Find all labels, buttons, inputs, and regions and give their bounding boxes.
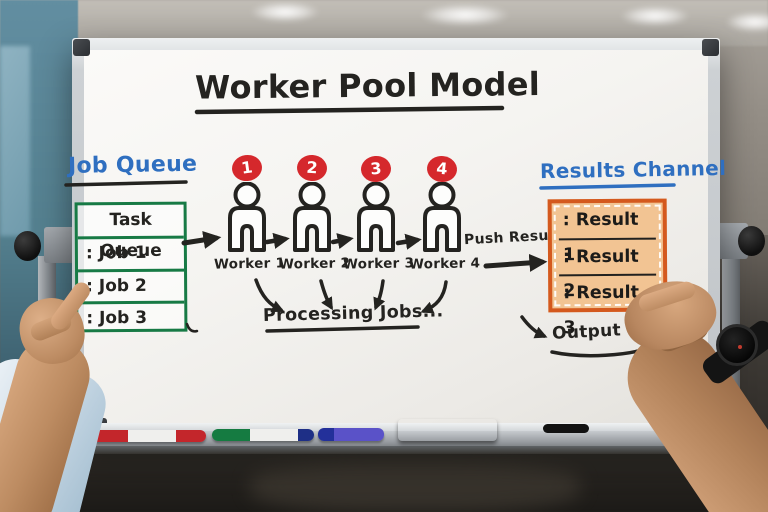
result-row: : Result 1	[558, 202, 656, 265]
processing-jobs-label: Processing Jobs...	[262, 301, 444, 327]
stand-leg-left	[38, 256, 56, 512]
ceiling-light	[725, 12, 768, 32]
job-row: : Job 2	[78, 268, 185, 302]
worker-label-3: Worker 3	[342, 255, 415, 273]
worker-figure-icon	[423, 182, 461, 252]
worker-figure-icon	[228, 182, 266, 252]
stand-bracket-left	[44, 227, 76, 263]
ceiling-light	[620, 6, 690, 26]
whiteboard-eraser	[398, 419, 497, 441]
tray-shadow	[44, 446, 726, 454]
ceiling-light	[420, 4, 510, 26]
results-channel-box: : Result 1 : Result 2 : Result 3	[547, 198, 668, 338]
teal-wall-panel	[0, 46, 30, 236]
worker-label-1: Worker 1	[213, 255, 286, 273]
worker-figure-icon	[357, 182, 395, 252]
worker-figure-icon	[293, 182, 331, 252]
result-row: : Result 2	[558, 239, 657, 301]
small-black-marker	[543, 424, 589, 433]
task-queue-header: Task Queue	[77, 204, 184, 261]
task-queue-table: Task Queue : Job 1 : Job 2 : Job 3	[74, 201, 188, 334]
job-queue-heading: Job Queue	[67, 151, 198, 179]
results-channel-heading: Results Channel	[539, 155, 727, 184]
worker-label-4: Worker 4	[408, 255, 481, 273]
diagram-title: Worker Pool Model	[194, 65, 541, 107]
frame-corner-cap	[702, 39, 719, 56]
frame-corner-cap	[73, 39, 90, 56]
stand-knob-left	[14, 231, 41, 261]
result-row: : Result 3	[563, 282, 640, 338]
marker-tray	[44, 423, 726, 432]
blue-marker	[318, 428, 384, 441]
worker-label-2: Worker 2	[278, 255, 351, 273]
floor-highlight	[250, 460, 580, 512]
ceiling-light	[250, 2, 320, 22]
job-row: : Job 1	[85, 242, 147, 264]
red-marker	[92, 430, 206, 442]
stand-knob-right	[738, 226, 765, 256]
green-marker	[212, 429, 314, 441]
job-row: : Job 3	[78, 300, 185, 334]
